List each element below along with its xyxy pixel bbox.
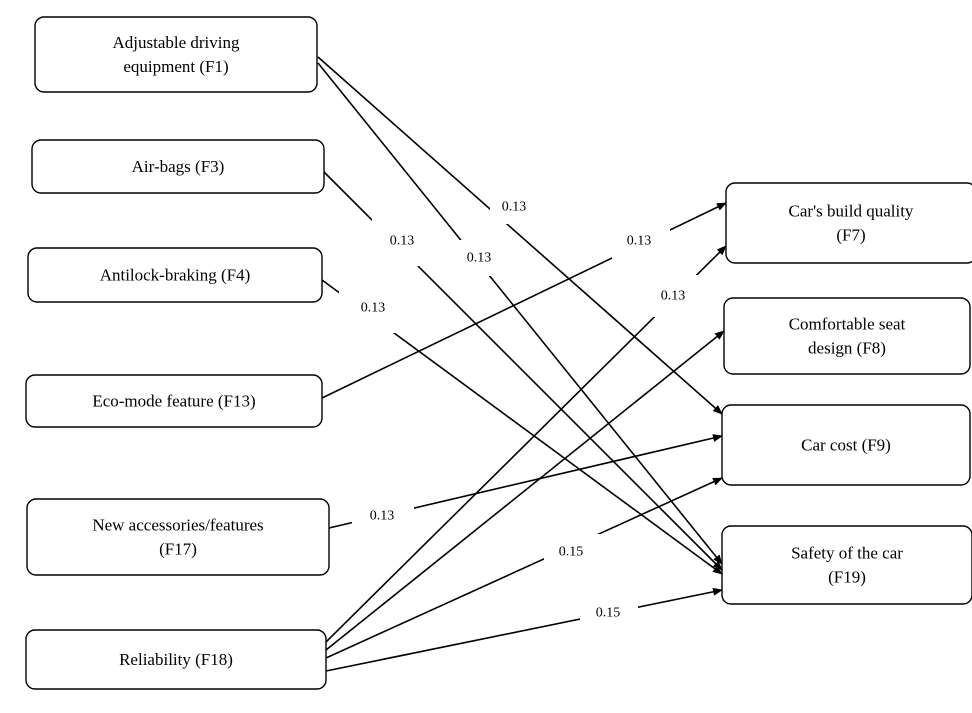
node-f4: Antilock-braking (F4): [27, 247, 323, 303]
edge-weight-label: 0.13: [372, 216, 432, 266]
edge-weight-label: 0.15: [580, 598, 638, 628]
node-label-line: Reliability (F18): [119, 650, 233, 669]
edge-weight-label: 0.13: [490, 190, 542, 224]
node-label-line: (F7): [836, 226, 865, 245]
edge-weight-label-background: [650, 275, 698, 317]
edges-layer: [317, 56, 727, 672]
node-label-line: Car's build quality: [789, 202, 914, 221]
edge-arrow: [325, 587, 723, 672]
edge-weight-label: 0.13: [650, 275, 698, 317]
edge-weight-text: 0.15: [559, 545, 584, 560]
edge-f18-to-f9: [325, 477, 723, 659]
node-f9: Car cost (F9): [721, 404, 971, 486]
edge-weight-label-background: [339, 283, 407, 333]
edge-arrow: [325, 477, 723, 659]
edge-arrow: [317, 62, 723, 565]
node-box: [34, 16, 318, 93]
node-label-line: (F17): [159, 540, 197, 559]
node-f13: Eco-mode feature (F13): [25, 374, 323, 428]
node-box: [721, 404, 971, 486]
node-box: [31, 139, 325, 194]
node-box: [27, 247, 323, 303]
edge-weight-text: 0.15: [596, 606, 621, 621]
edge-weight-text: 0.13: [661, 289, 686, 304]
edge-weight-text: 0.13: [627, 234, 652, 249]
edge-arrow: [317, 56, 723, 415]
node-f19: Safety of the car (F19): [721, 525, 972, 605]
node-label-line: design (F8): [808, 339, 886, 358]
edge-weight-label-background: [580, 598, 638, 628]
edge-weight-label-background: [544, 534, 602, 570]
edge-weight-label: 0.13: [457, 240, 507, 276]
node-label-line: Car cost (F9): [801, 436, 891, 455]
node-box: [25, 629, 327, 690]
edge-f1-to-f19: [317, 62, 723, 565]
edge-weight-label-background: [457, 240, 507, 276]
edge-f18-to-f19: [325, 587, 723, 672]
edge-weight-text: 0.13: [361, 301, 386, 316]
edge-weight-label-background: [352, 498, 414, 534]
node-box: [26, 498, 330, 576]
edge-weight-label: 0.13: [612, 221, 670, 261]
edge-weight-label: 0.15: [544, 534, 602, 570]
edge-weight-label-background: [372, 216, 432, 266]
node-box: [721, 525, 972, 605]
node-f18: Reliability (F18): [25, 629, 327, 690]
edge-f18-to-f8: [325, 330, 725, 651]
edge-weight-label: 0.13: [352, 498, 414, 534]
edge-f1-to-f9: [317, 56, 723, 415]
node-label-line: Eco-mode feature (F13): [92, 392, 255, 411]
edge-weight-text: 0.13: [502, 200, 527, 215]
node-label-line: Adjustable driving: [112, 33, 240, 52]
node-box: [725, 182, 972, 264]
edge-weight-text: 0.13: [390, 234, 415, 249]
edge-arrow: [325, 330, 725, 651]
nodes-layer: Adjustable driving equipment (F1) Air-bags…: [25, 16, 972, 690]
node-box: [25, 374, 323, 428]
node-label-line: Comfortable seat: [789, 315, 906, 334]
node-f17: New accessories/features (F17): [26, 498, 330, 576]
edge-weight-label: 0.13: [339, 283, 407, 333]
node-label-line: equipment (F1): [123, 57, 228, 76]
edge-weight-label-background: [612, 221, 670, 261]
edge-weight-text: 0.13: [370, 509, 395, 524]
weight-labels-layer: 0.13 0.13 0.13 0.13 0.13 0.13 0.13 0.15 0.15: [339, 190, 698, 628]
node-label-line: Safety of the car: [791, 544, 903, 563]
edge-weight-text: 0.13: [467, 251, 492, 266]
node-f3: Air-bags (F3): [31, 139, 325, 194]
edge-weight-label-background: [490, 190, 542, 224]
node-label-line: New accessories/features: [92, 516, 263, 535]
node-f8: Comfortable seat design (F8): [723, 297, 971, 375]
node-box: [723, 297, 971, 375]
node-label-line: Air-bags (F3): [132, 157, 225, 176]
node-label-line: Antilock-braking (F4): [100, 266, 251, 285]
node-f7: Car's build quality (F7): [725, 182, 972, 264]
node-label-line: (F19): [828, 568, 866, 587]
node-f1: Adjustable driving equipment (F1): [34, 16, 318, 93]
